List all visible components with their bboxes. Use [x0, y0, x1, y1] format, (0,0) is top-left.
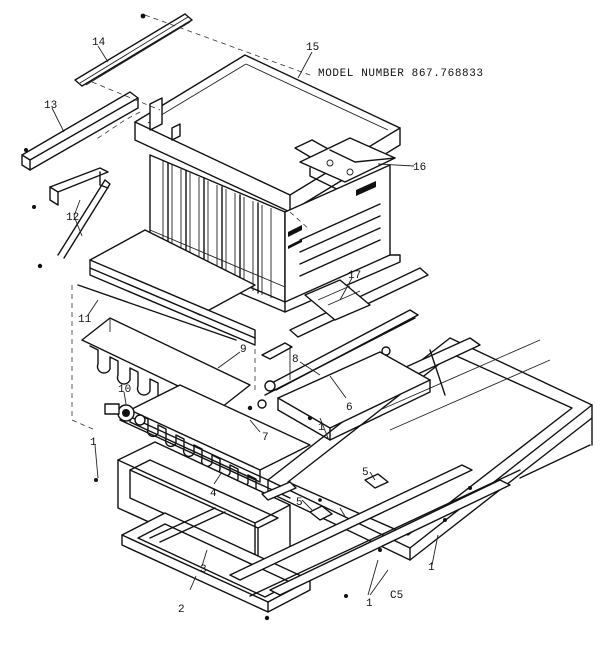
part-13-side-rail [21, 91, 139, 171]
callout-1-right: 1 [428, 562, 435, 574]
callout-1-mid: 1 [318, 422, 325, 434]
callout-17: 17 [348, 270, 361, 282]
callout-c5: C5 [390, 590, 403, 602]
callout-5-b: 5 [296, 497, 303, 509]
callout-7: 7 [262, 432, 269, 444]
callout-5-a: 5 [362, 467, 369, 479]
callout-10: 10 [118, 384, 131, 396]
callout-14: 14 [92, 37, 106, 49]
callout-11: 11 [78, 314, 92, 326]
part-5-clips [94, 473, 472, 598]
callout-16: 16 [413, 162, 426, 174]
heater-core-body [149, 154, 401, 313]
part-2-base-frame [121, 507, 311, 621]
callout-2: 2 [178, 604, 185, 616]
part-6-control-rod [264, 309, 419, 396]
part-14-top-rail [74, 13, 193, 87]
part-4-burner-manifold [119, 384, 311, 499]
outer-frame [229, 337, 593, 597]
part-7-panel [247, 351, 431, 441]
callout-3: 3 [200, 564, 207, 576]
leader-lines [51, 45, 439, 596]
callout-12: 12 [66, 212, 79, 224]
part-17-bracket [304, 279, 371, 321]
callout-6: 6 [346, 402, 353, 414]
assembly-guide-lines [71, 14, 311, 431]
callout-1-left: 1 [90, 437, 97, 449]
part-12-brackets [32, 167, 111, 269]
callout-15: 15 [306, 42, 319, 54]
part-10-valve [104, 403, 146, 426]
callout-13: 13 [44, 100, 57, 112]
callout-8: 8 [292, 354, 299, 366]
callout-4: 4 [210, 488, 217, 500]
callout-1-bottom: 1 [366, 598, 373, 610]
callout-9: 9 [240, 344, 247, 356]
model-number-title: MODEL NUMBER 867.768833 [318, 68, 484, 80]
